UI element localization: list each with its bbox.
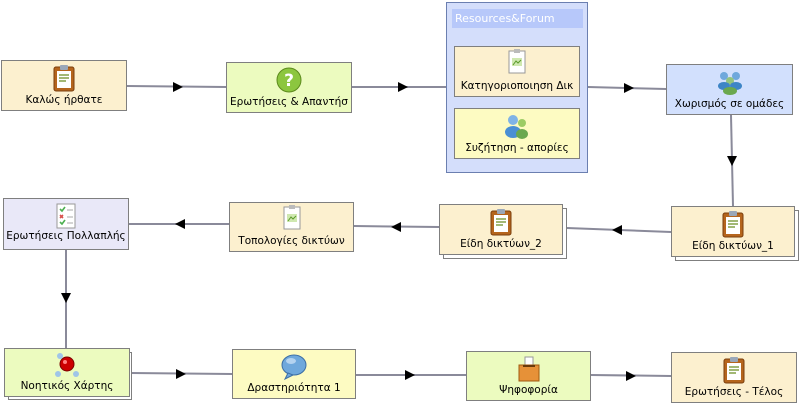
activity-label: Είδη δικτύων_2 xyxy=(460,238,542,250)
group-icon xyxy=(715,68,745,99)
arrowhead xyxy=(398,82,408,92)
activity-label: Ερωτήσεις & Απαντήσ xyxy=(230,96,348,108)
clipboard-icon xyxy=(722,356,746,387)
arrowhead xyxy=(612,225,622,235)
activity-questions-answers[interactable]: ? Ερωτήσεις & Απαντήσ xyxy=(226,62,352,113)
clipboard-icon xyxy=(721,210,745,241)
activity-label: Συζήτηση - απορίες xyxy=(465,142,569,154)
mindmap-icon xyxy=(52,350,82,383)
arrowhead xyxy=(624,83,634,93)
document-icon xyxy=(505,49,529,80)
arrowhead xyxy=(727,156,737,166)
activity-label: Είδη δικτύων_1 xyxy=(692,240,774,252)
activity-network-types-1[interactable]: Είδη δικτύων_1 xyxy=(671,206,795,257)
clipboard-icon xyxy=(489,208,513,239)
activity-mind-map[interactable]: Νοητικός Χάρτης xyxy=(4,348,130,397)
arrowhead xyxy=(405,370,415,380)
question-icon: ? xyxy=(275,66,303,97)
arrowhead xyxy=(176,369,186,379)
activity-activity-1[interactable]: Δραστηριότητα 1 xyxy=(232,349,356,399)
activity-categorize[interactable]: Κατηγοριοποιηση Δικ xyxy=(454,46,580,97)
activity-discussion[interactable]: Συζήτηση - απορίες xyxy=(454,108,580,159)
group-title: Resources&Forum xyxy=(452,9,583,28)
people-icon xyxy=(503,112,531,143)
arrowhead xyxy=(61,293,71,303)
activity-label: Νοητικός Χάρτης xyxy=(20,380,114,392)
activity-label: Κατηγοριοποιηση Δικ xyxy=(460,80,574,92)
activity-vote[interactable]: Ψηφοφορία xyxy=(466,351,591,401)
activity-label: Δραστηριότητα 1 xyxy=(247,382,341,394)
activity-grouping[interactable]: Χωρισμός σε ομάδες xyxy=(666,64,793,115)
activity-multiple-choice[interactable]: Ερωτήσεις Πολλαπλής xyxy=(3,198,129,250)
activity-label: Ψηφοφορία xyxy=(499,384,558,396)
activity-label: Ερωτήσεις - Τέλος xyxy=(684,386,784,398)
svg-text:?: ? xyxy=(284,71,294,91)
arrowhead xyxy=(173,82,183,92)
activity-network-types-2[interactable]: Είδη δικτύων_2 xyxy=(439,204,563,255)
activity-welcome[interactable]: Καλώς ήρθατε xyxy=(1,60,127,111)
arrowhead xyxy=(175,219,185,229)
clipboard-icon xyxy=(52,64,76,95)
document-icon xyxy=(280,205,304,236)
arrowhead xyxy=(391,222,401,232)
ballot-box-icon xyxy=(516,355,542,386)
activity-label: Ερωτήσεις Πολλαπλής xyxy=(6,230,126,242)
checklist-icon xyxy=(54,202,78,233)
speech-bubble-icon xyxy=(280,353,308,384)
arrowhead xyxy=(626,371,636,381)
activity-label: Καλώς ήρθατε xyxy=(25,94,103,106)
activity-label: Τοπολογίες δικτύων xyxy=(238,235,345,247)
activity-label: Χωρισμός σε ομάδες xyxy=(674,98,785,110)
activity-topologies[interactable]: Τοπολογίες δικτύων xyxy=(229,202,354,252)
activity-questions-end[interactable]: Ερωτήσεις - Τέλος xyxy=(671,352,797,403)
